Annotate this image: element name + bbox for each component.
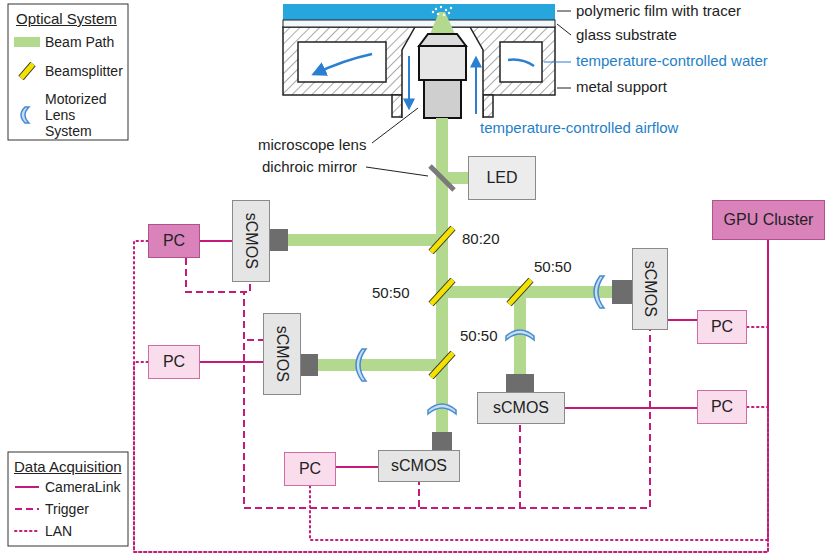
airflow-arrow [408,56,410,108]
water-channel [500,42,542,82]
cameralink-wire [336,466,378,468]
split-ratio: 50:50 [534,258,572,275]
node-text: sCMOS [273,326,291,382]
objective-tip [419,34,466,46]
light-source: LED [468,156,536,200]
cameralink-wire [668,319,697,321]
node-text: PC [711,398,733,416]
legend-sample [14,500,40,518]
legend-row: Motorized Lens System [14,91,123,139]
computer-box: PC [697,390,747,424]
cameralink-wire [565,407,697,409]
tracer-particles [432,6,452,16]
dichroic-mirror [430,166,454,190]
node-text: LED [486,169,517,187]
camera-box: sCMOS [477,392,565,424]
legend-row: LAN [14,522,72,540]
split-ratio: 80:20 [462,230,500,247]
node-text: sCMOS [242,213,260,269]
node-text: sCMOS [391,457,447,475]
computer-box: PC [284,452,336,486]
split-ratio: 50:50 [372,284,410,301]
legend-text: Motorized Lens System [45,91,123,139]
legend-sample [14,62,40,80]
legend-frame [8,4,128,140]
part-label: metal support [576,78,667,95]
leader-line [544,62,571,63]
leader-lines [366,11,571,176]
node-text: PC [299,460,321,478]
legend-sample [14,478,40,496]
cluster-box: GPU Cluster [712,200,825,240]
part-label: temperature-controlled airflow [480,119,678,136]
node-text: sCMOS [641,261,659,317]
computer-box: PC [148,345,200,379]
support-wall [483,95,493,117]
glass-substrate [283,20,555,27]
legend-row: CameraLink [14,478,120,496]
water-arrow [508,60,534,66]
legend-heading: Data Acquisition [14,458,122,475]
trigger-wire [186,258,520,508]
polymeric-film [283,4,555,20]
node-text: PC [163,353,185,371]
node-text: GPU Cluster [724,211,814,229]
legend-row: Beam Path [14,34,114,50]
part-label: microscope lens [258,136,366,153]
legend-row: Trigger [14,500,89,518]
camera-box: sCMOS [378,450,460,482]
camera-box: sCMOS [632,248,668,330]
trigger-wire [186,258,650,508]
cameralink-wire [200,361,263,363]
node-text: sCMOS [493,399,549,417]
legend-sample [14,106,40,124]
node-text: PC [711,318,733,336]
water-arrow [314,54,372,74]
legend-text: LAN [45,523,72,539]
legend-text: Beam Path [45,34,114,50]
split-ratio: 50:50 [460,327,498,344]
legend-sample [14,522,40,540]
camera-box: sCMOS [232,200,270,282]
camera-head [270,229,632,450]
part-label: polymeric film with tracer [576,2,741,19]
part-label: temperature-controlled water [576,52,768,69]
part-label: glass substrate [576,26,677,43]
computer-box: PC [148,224,200,258]
lens-cavity [402,27,483,118]
lan-wire [310,240,768,540]
lan-wire [747,240,768,327]
objective-base [424,80,461,118]
beamsplitter [431,228,531,377]
legend-row: Beamsplitter [14,62,123,80]
legend-heading: Optical System [16,10,117,27]
legend-text: Trigger [45,501,89,517]
legend-text: Beamsplitter [45,63,123,79]
part-label: dichroic mirror [262,158,357,175]
node-text: PC [163,232,185,250]
legend-text: CameraLink [45,479,120,495]
airflow-arrow [475,58,477,114]
camera-box: sCMOS [263,313,301,395]
lan-wire [747,240,768,407]
legend-swatch [14,37,40,47]
water-channel [298,42,386,82]
lan-wire [134,240,768,552]
cameralink-wire [200,240,232,242]
legend-frame [8,452,128,546]
objective-body [419,46,466,80]
support-wall [392,95,402,117]
beam-cone [430,12,455,34]
lan-wire [134,240,768,552]
computer-box: PC [697,310,747,344]
